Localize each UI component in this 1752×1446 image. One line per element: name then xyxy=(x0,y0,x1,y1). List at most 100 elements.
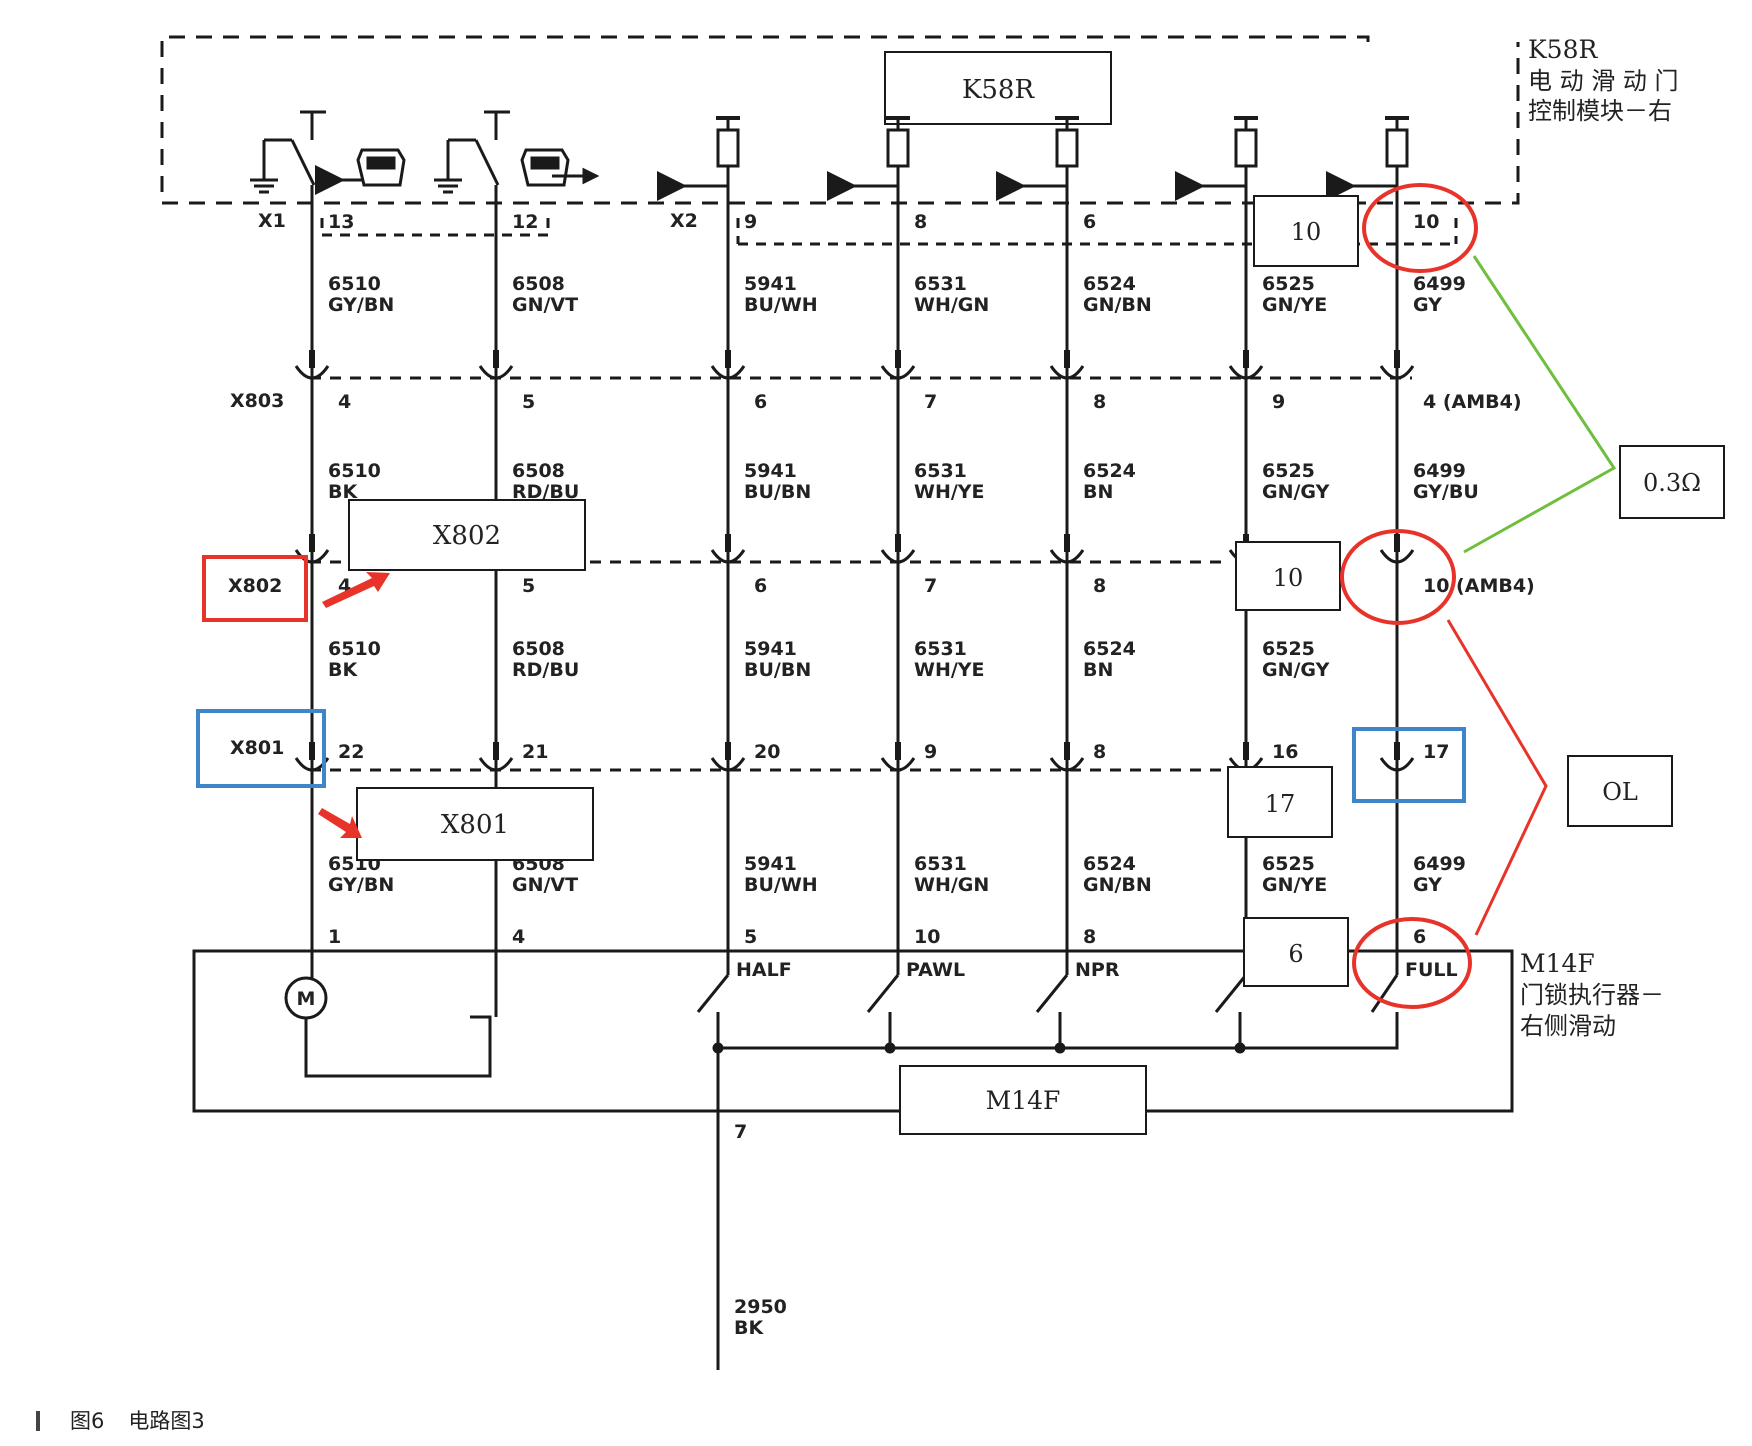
wire-num-bot-5: 6524 xyxy=(1083,853,1136,875)
switch-symbol-12 xyxy=(434,110,600,194)
x802-pin-2: 5 xyxy=(522,575,535,597)
x801-pin-6: 16 xyxy=(1272,741,1298,763)
svg-text:10: 10 xyxy=(1291,218,1322,246)
overlay-box-x802-pin: 10 xyxy=(1235,541,1341,611)
svg-text:10: 10 xyxy=(1273,564,1304,592)
connector-rows xyxy=(310,376,1412,772)
svg-text:X802: X802 xyxy=(433,521,501,551)
wire-color-mid-1: BK xyxy=(328,481,358,503)
connector-pin-x801-6 xyxy=(1243,742,1249,760)
wire-num-top-4: 6531 xyxy=(914,273,967,295)
svg-text:17: 17 xyxy=(1265,790,1296,818)
x803-pin-3: 6 xyxy=(754,391,767,413)
x802-pin-3: 6 xyxy=(754,575,767,597)
wire-num-mid-7: 6499 xyxy=(1413,460,1466,482)
wire-color-low-1: BK xyxy=(328,659,358,681)
wire-num-bot-6: 6525 xyxy=(1262,853,1315,875)
wire-num-mid-4: 6531 xyxy=(914,460,967,482)
connector-x802-label: X802 xyxy=(228,575,282,597)
wire-color-bot-5: GN/BN xyxy=(1083,874,1152,896)
m14f-pin-5: 8 xyxy=(1083,926,1096,948)
top-pin-2: 12 xyxy=(512,211,538,233)
connector-x1-outline xyxy=(320,218,550,237)
connector-pin-x801-1 xyxy=(309,742,315,760)
connector-pin-x803-5 xyxy=(1064,350,1070,368)
wire-num-top-1: 6510 xyxy=(328,273,381,295)
svg-text:6: 6 xyxy=(1288,940,1303,968)
x803-pin-2: 5 xyxy=(522,391,535,413)
wire-num-low-4: 6531 xyxy=(914,638,967,660)
m14f-pin-3: 5 xyxy=(744,926,757,948)
wire-num-top-7: 6499 xyxy=(1413,273,1466,295)
wire-num-mid-1: 6510 xyxy=(328,460,381,482)
wire-color-mid-3: BU/BN xyxy=(744,481,811,503)
connector-pin-x801-4 xyxy=(895,742,901,760)
connector-pin-x801-5 xyxy=(1064,742,1070,760)
connector-cup-x803-6 xyxy=(1228,365,1264,380)
wire-num-low-3: 5941 xyxy=(744,638,797,660)
x801-pin-3: 20 xyxy=(754,741,780,763)
open-circuit-reading: OL xyxy=(1567,755,1673,827)
wire-num-low-2: 6508 xyxy=(512,638,565,660)
x803-pin-4: 7 xyxy=(924,391,937,413)
green-leader xyxy=(1463,255,1617,554)
m14f-contact-label-5: NPR xyxy=(1075,959,1120,981)
wire-num-mid-3: 5941 xyxy=(744,460,797,482)
x801-pin-4: 9 xyxy=(924,741,937,763)
wire-color-mid-5: BN xyxy=(1083,481,1113,503)
wire-color-mid-6: GN/GY xyxy=(1262,481,1330,503)
wire-color-top-6: GN/YE xyxy=(1262,294,1327,316)
m14f-name-line2: 右侧滑动 xyxy=(1520,1012,1616,1040)
wire-color-bot-2: GN/VT xyxy=(512,874,578,896)
overlay-box-top-pin: 10 xyxy=(1253,195,1359,267)
k58r-module-outline xyxy=(160,35,1520,205)
blue-square-pin17 xyxy=(1352,727,1466,803)
terminal-fuse-7 xyxy=(1385,128,1409,168)
x802-pin-5: 8 xyxy=(1093,575,1106,597)
top-pin-5: 6 xyxy=(1083,211,1096,233)
wire-num-low-5: 6524 xyxy=(1083,638,1136,660)
x801-callout: X801 xyxy=(318,787,594,861)
m14f-pin-7: 6 xyxy=(1413,926,1426,948)
svg-text:OL: OL xyxy=(1602,778,1638,806)
wire-color-top-3: BU/WH xyxy=(744,294,818,316)
x802-callout: X802 xyxy=(322,499,586,608)
m14f-id: M14F xyxy=(1520,949,1595,978)
wire-color-low-4: WH/YE xyxy=(914,659,985,681)
k58r-label-box: K58R xyxy=(884,51,1112,125)
connector-cup-x803-5 xyxy=(1049,365,1085,380)
red-leader xyxy=(1446,619,1548,936)
wire-num-top-2: 6508 xyxy=(512,273,565,295)
caption-marker xyxy=(36,1411,40,1431)
x801-pin-7: 17 xyxy=(1423,741,1449,763)
wire-num-bot-4: 6531 xyxy=(914,853,967,875)
wire-num-low-6: 6525 xyxy=(1262,638,1315,660)
connector-x1-label: X1 xyxy=(258,210,286,232)
terminal-fuse-6 xyxy=(1234,128,1258,168)
m14f-pin-4: 10 xyxy=(914,926,940,948)
connector-pin-x801-7 xyxy=(1394,742,1400,760)
wire-harness: 136510GY/BN46510BK46510BK226510GY/BN1126… xyxy=(294,116,1535,1017)
connector-cup-x802-3 xyxy=(710,549,746,564)
wire-color-top-1: GY/BN xyxy=(328,294,394,316)
wire-color-top-4: WH/GN xyxy=(914,294,989,316)
svg-text:X801: X801 xyxy=(441,810,509,840)
k58r-name-line2: 控制模块－右 xyxy=(1528,97,1672,125)
m14f-pin-2: 4 xyxy=(512,926,525,948)
wire-num-top-6: 6525 xyxy=(1262,273,1315,295)
annotation-marks xyxy=(196,183,1617,1009)
connector-pin-x802-3 xyxy=(725,534,731,552)
ground-wire-num: 2950 xyxy=(734,1296,787,1318)
connector-cup-x801-7 xyxy=(1379,757,1415,772)
red-circle-top xyxy=(1362,183,1478,273)
svg-text:M: M xyxy=(297,988,316,1010)
red-square-x802 xyxy=(202,555,308,622)
m14f-label-box: M14F xyxy=(899,1065,1147,1135)
m14f-switches xyxy=(696,974,1399,1370)
wire-num-mid-5: 6524 xyxy=(1083,460,1136,482)
connector-pin-x803-1 xyxy=(309,350,315,368)
wire-color-mid-7: GY/BU xyxy=(1413,481,1479,503)
wire-num-bot-7: 6499 xyxy=(1413,853,1466,875)
connector-x803-label: X803 xyxy=(230,390,284,412)
svg-text:K58R: K58R xyxy=(962,75,1036,105)
